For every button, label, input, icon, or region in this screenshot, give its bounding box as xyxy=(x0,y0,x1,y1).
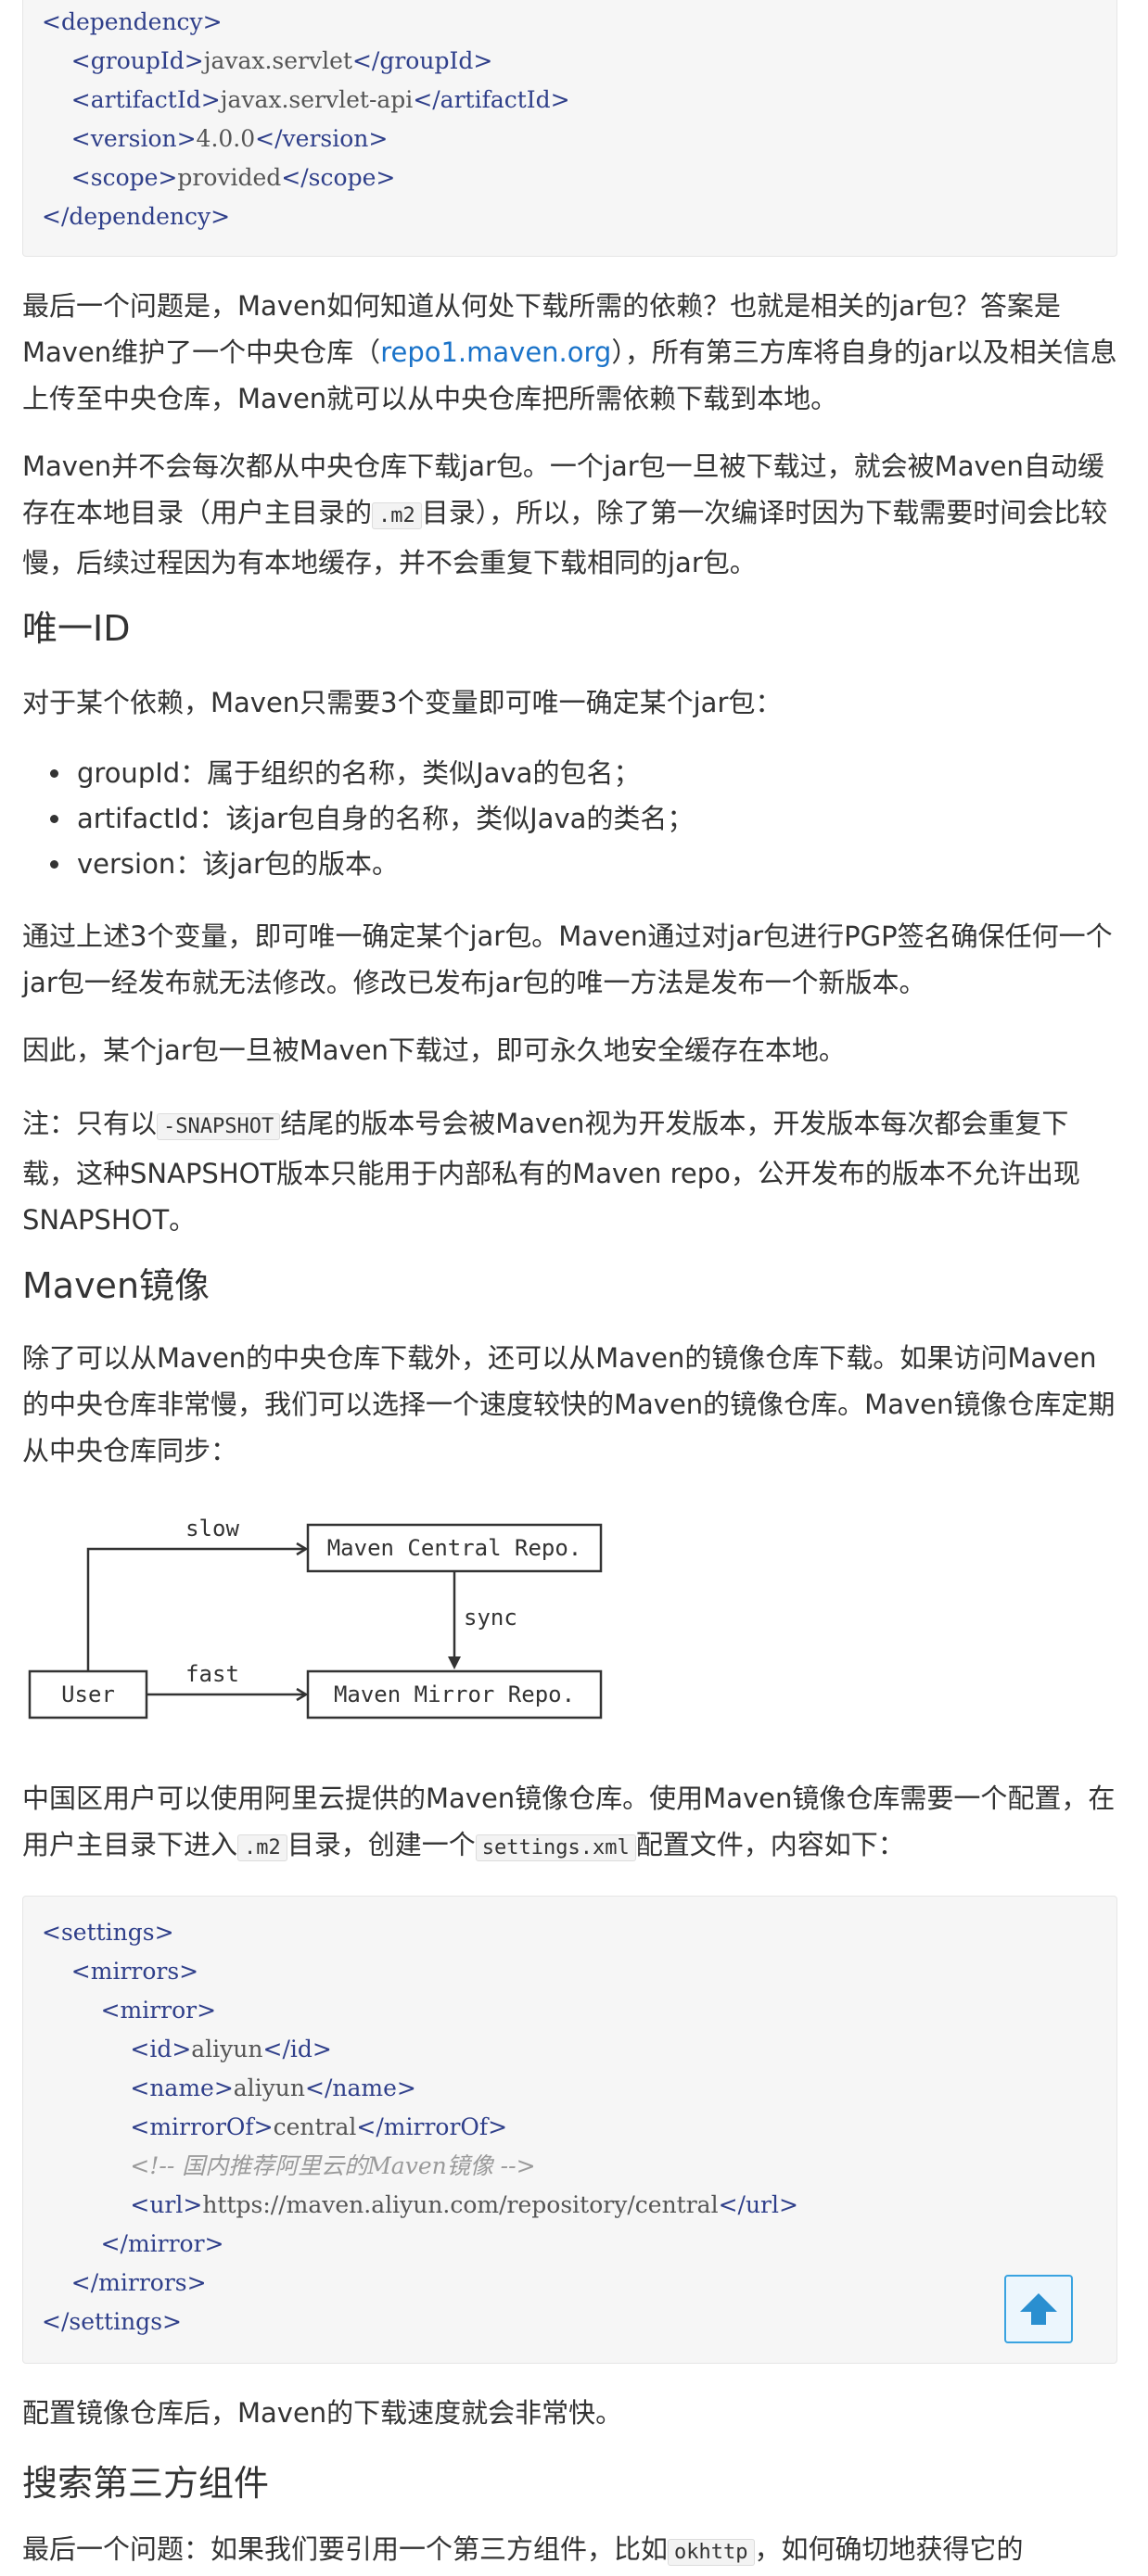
unique-id-list: groupId：属于组织的名称，类似Java的包名； artifactId：该j… xyxy=(22,751,694,887)
heading-maven-mirror: Maven镜像 xyxy=(22,1265,210,1306)
code-tag: <mirror> xyxy=(100,1997,217,2024)
heading-unique-id: 唯一ID xyxy=(22,608,131,649)
code-text: 4.0.0 xyxy=(196,125,256,152)
code-line: </mirror> xyxy=(42,2225,1098,2264)
code-tag: </version> xyxy=(255,125,389,152)
code-tag: </artifactId> xyxy=(413,86,570,113)
slow-label: slow xyxy=(185,1516,239,1542)
code-tag: </mirrors> xyxy=(70,2269,207,2296)
code-lines: <dependency> <groupId>javax.servlet</gro… xyxy=(42,3,1098,236)
paragraph-mirror-intro: 除了可以从Maven的中央仓库下载外，还可以从Maven的镜像仓库下载。如果访问… xyxy=(22,1342,1116,1466)
code-tag: <settings> xyxy=(42,1919,174,1946)
slow-arrow-head xyxy=(296,1542,309,1556)
code-block-dependency: <dependency> <groupId>javax.servlet</gro… xyxy=(22,0,1117,257)
sync-label: sync xyxy=(464,1605,517,1631)
paragraph-after-mirror: 配置镜像仓库后，Maven的下载速度就会非常快。 xyxy=(22,2397,623,2429)
code-line: <groupId>javax.servlet</groupId> xyxy=(42,42,1098,81)
slow-arrow-line xyxy=(86,1547,306,1671)
code-line: <settings> xyxy=(42,1913,1098,1952)
code-tag: <mirrorOf> xyxy=(130,2113,274,2140)
code-line: <mirrors> xyxy=(42,1952,1098,1991)
code-text: javax.servlet xyxy=(203,47,352,74)
arrow-up-icon xyxy=(1020,2293,1057,2325)
code-text: provided xyxy=(177,164,282,191)
code-text: aliyun xyxy=(233,2075,306,2101)
code-lines: <settings> <mirrors> <mirror> <id>aliyun… xyxy=(42,1913,1098,2341)
code-tag: </url> xyxy=(718,2191,798,2218)
code-tag: <version> xyxy=(70,125,197,152)
code-line: <name>aliyun</name> xyxy=(42,2069,1098,2108)
code-tag: <dependency> xyxy=(42,8,223,35)
code-line: </dependency> xyxy=(42,197,1098,236)
code-line: </settings> xyxy=(42,2303,1098,2341)
paragraph-download: 最后一个问题是，Maven如何知道从何处下载所需的依赖？也就是相关的jar包？答… xyxy=(22,290,1117,414)
code-tag: </name> xyxy=(305,2075,416,2101)
code-line: </mirrors> xyxy=(42,2264,1098,2303)
code-tag: </mirror> xyxy=(100,2230,224,2257)
code-tag: <groupId> xyxy=(70,47,204,74)
code-text: https://maven.aliyun.com/repository/cent… xyxy=(202,2191,719,2218)
sync-arrow-head xyxy=(448,1656,461,1669)
paragraph-cache: Maven并不会每次都从中央仓库下载jar包。一个jar包一旦被下载过，就会被M… xyxy=(22,450,1108,578)
code-tag: </scope> xyxy=(281,164,396,191)
inline-code-settings-xml: settings.xml xyxy=(475,1834,636,1861)
inline-code-m2: .m2 xyxy=(372,502,422,529)
code-tag: </mirrorOf> xyxy=(356,2113,508,2140)
inline-code-okhttp: okhttp xyxy=(668,2539,755,2566)
list-item: artifactId：该jar包自身的名称，类似Java的类名； xyxy=(73,796,694,842)
mirror-repo-label: Maven Mirror Repo. xyxy=(334,1681,575,1707)
back-to-top-button[interactable] xyxy=(1004,2275,1073,2343)
code-tag: <scope> xyxy=(70,164,178,191)
code-text: javax.servlet-api xyxy=(220,86,414,113)
code-tag: <url> xyxy=(130,2191,203,2218)
code-tag: <artifactId> xyxy=(70,86,221,113)
code-tag: </dependency> xyxy=(42,203,231,230)
fast-arrow-head xyxy=(296,1687,309,1702)
code-line: <dependency> xyxy=(42,3,1098,42)
code-line: <id>aliyun</id> xyxy=(42,2030,1098,2069)
central-repo-label: Maven Central Repo. xyxy=(327,1535,582,1561)
code-line: <mirror> xyxy=(42,1991,1098,2030)
code-line: <scope>provided</scope> xyxy=(42,159,1098,197)
paragraph-aliyun: 中国区用户可以使用阿里云提供的Maven镜像仓库。使用Maven镜像仓库需要一个… xyxy=(22,1783,1116,1861)
code-line: <url>https://maven.aliyun.com/repository… xyxy=(42,2186,1098,2225)
code-line: <mirrorOf>central</mirrorOf> xyxy=(42,2108,1098,2147)
code-tag: <mirrors> xyxy=(70,1958,199,1985)
paragraph-safe-cache: 因此，某个jar包一旦被Maven下载过，即可永久地安全缓存在本地。 xyxy=(22,1034,846,1066)
maven-mirror-diagram: Maven Central Repo. Maven Mirror Repo. U… xyxy=(28,1516,603,1719)
code-tag: <id> xyxy=(130,2036,192,2062)
code-line: <!-- 国内推荐阿里云的Maven镜像 --> xyxy=(42,2147,1098,2186)
fast-label: fast xyxy=(185,1661,239,1687)
code-tag: <name> xyxy=(130,2075,234,2101)
code-tag: </id> xyxy=(262,2036,332,2062)
inline-code-m2: .m2 xyxy=(237,1834,287,1861)
heading-search: 搜索第三方组件 xyxy=(22,2463,270,2504)
list-item: version：该jar包的版本。 xyxy=(73,842,694,887)
list-item: groupId：属于组织的名称，类似Java的包名； xyxy=(73,751,694,796)
code-text: central xyxy=(273,2113,357,2140)
code-tag: </groupId> xyxy=(351,47,493,74)
code-block-settings: <settings> <mirrors> <mirror> <id>aliyun… xyxy=(22,1896,1117,2364)
paragraph-unique-intro: 对于某个依赖，Maven只需要3个变量即可唯一确定某个jar包： xyxy=(22,687,783,718)
repo-link[interactable]: repo1.maven.org xyxy=(380,336,612,368)
code-tag: </settings> xyxy=(42,2308,182,2335)
inline-code-snapshot: -SNAPSHOT xyxy=(157,1113,281,1140)
code-line: <artifactId>javax.servlet-api</artifactI… xyxy=(42,81,1098,120)
paragraph-pgp: 通过上述3个变量，即可唯一确定某个jar包。Maven通过对jar包进行PGP签… xyxy=(22,920,1113,998)
code-text: aliyun xyxy=(191,2036,263,2062)
user-label: User xyxy=(61,1681,115,1707)
code-line: <version>4.0.0</version> xyxy=(42,120,1098,159)
code-comment: <!-- 国内推荐阿里云的Maven镜像 --> xyxy=(130,2152,536,2179)
